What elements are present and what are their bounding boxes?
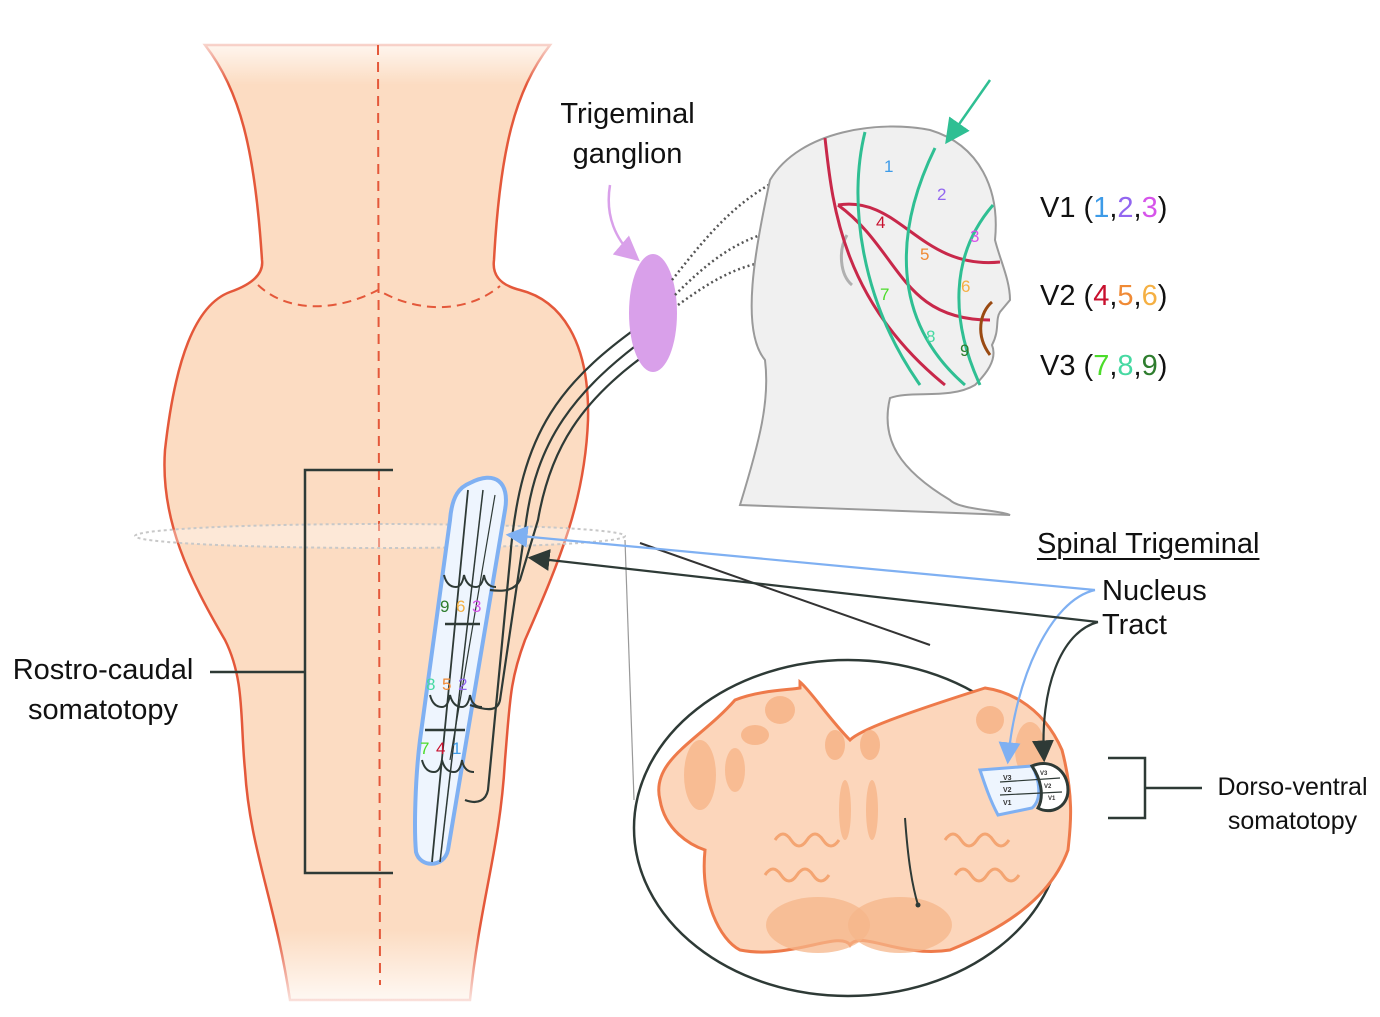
tract-label: Tract bbox=[1102, 609, 1167, 641]
tract-pointer-arrow bbox=[527, 549, 1099, 624]
section-tract-v1: V1 bbox=[1048, 796, 1056, 802]
division-v2-zone-4: 4 bbox=[1093, 280, 1110, 312]
brainstem bbox=[163, 30, 590, 1017]
division-v2-zone-6: 6 bbox=[1141, 280, 1158, 312]
nucleus-zone-6: 6 bbox=[456, 597, 465, 616]
face-zone-6: 6 bbox=[961, 277, 970, 296]
midline bbox=[377, 44, 381, 986]
dorso-label-line1: Dorso-ventral bbox=[1217, 773, 1368, 801]
face-zone-2: 2 bbox=[937, 185, 946, 204]
face-zone-4: 4 bbox=[876, 213, 885, 232]
division-v1-zone-1: 1 bbox=[1093, 192, 1110, 224]
pons-boundary bbox=[257, 284, 501, 309]
section-nucleus-v1: V1 bbox=[1003, 800, 1012, 807]
division-v2-zone-5: 5 bbox=[1117, 280, 1134, 312]
division-v1-zone-2: 2 bbox=[1117, 192, 1134, 224]
ganglion-label-line1: Trigeminal bbox=[560, 98, 695, 130]
face-pointer-arrow bbox=[945, 79, 992, 145]
nucleus-zone-1: 1 bbox=[452, 739, 461, 758]
nucleus-zone-5: 5 bbox=[442, 675, 451, 694]
nucleus-section-arrow bbox=[998, 588, 1096, 765]
section-plane bbox=[134, 523, 626, 549]
nucleus-zone-numbers: 9 6 3 8 5 2 7 4 1 bbox=[420, 597, 481, 758]
dorso-label-line2: somatotopy bbox=[1227, 807, 1358, 835]
face-zone-numbers: 1 2 3 4 5 6 7 8 9 bbox=[876, 157, 979, 360]
rostro-caudal-bracket bbox=[210, 468, 393, 875]
spinal-trigeminal-heading: Spinal Trigeminal bbox=[1037, 528, 1260, 560]
ganglion-label-line2: ganglion bbox=[572, 138, 683, 170]
section-tract-v2: V2 bbox=[1044, 784, 1052, 790]
ganglion-pointer-arrow bbox=[607, 184, 640, 262]
division-legend: V1 (1,2,3) V2 (4,5,6) V3 (7,8,9) bbox=[1040, 192, 1167, 390]
trigeminal-ganglion-label: Trigeminal ganglion bbox=[545, 94, 710, 174]
nucleus-zone-2: 2 bbox=[458, 675, 467, 694]
section-nucleus-v3: V3 bbox=[1003, 775, 1012, 782]
rostro-label-line2: somatotopy bbox=[28, 694, 178, 726]
division-v3-zone-8: 8 bbox=[1117, 350, 1134, 382]
nucleus-label: Nucleus bbox=[1102, 575, 1207, 607]
division-v3-name: V3 bbox=[1040, 350, 1076, 382]
dorso-ventral-bracket bbox=[1108, 756, 1202, 820]
brainstem-body bbox=[163, 43, 590, 1002]
division-v3-zone-7: 7 bbox=[1093, 350, 1110, 382]
tract-section-arrow bbox=[1031, 620, 1099, 763]
head-profile bbox=[738, 125, 1012, 516]
division-v3: V3 (7,8,9) bbox=[1040, 350, 1168, 382]
nucleus-zone-7: 7 bbox=[420, 739, 429, 758]
face-zone-3: 3 bbox=[970, 227, 979, 246]
face-zone-9: 9 bbox=[960, 341, 969, 360]
section-tract-v3: V3 bbox=[1040, 771, 1048, 777]
section-nucleus-v2: V2 bbox=[1003, 787, 1012, 794]
face-zone-7: 7 bbox=[880, 285, 889, 304]
face-zone-8: 8 bbox=[926, 327, 935, 346]
section-tract bbox=[1029, 762, 1070, 813]
face-zone-1: 1 bbox=[884, 157, 893, 176]
medulla-cross-section: V3 V2 V1 V3 V2 V1 bbox=[657, 678, 1073, 954]
zoom-line-right bbox=[639, 542, 931, 646]
nucleus-zone-3: 3 bbox=[472, 597, 481, 616]
dorso-ventral-label: Dorso-ventral somatotopy bbox=[1205, 770, 1380, 838]
nucleus-pointer-arrow bbox=[505, 525, 1096, 592]
nucleus-zone-9: 9 bbox=[440, 597, 449, 616]
nucleus-zone-4: 4 bbox=[436, 739, 445, 758]
rostro-label-line1: Rostro-caudal bbox=[12, 654, 194, 686]
division-v3-zone-9: 9 bbox=[1141, 350, 1158, 382]
division-v1: V1 (1,2,3) bbox=[1040, 192, 1168, 224]
rostro-caudal-label: Rostro-caudal somatotopy bbox=[0, 650, 206, 730]
division-v1-name: V1 bbox=[1040, 192, 1076, 224]
division-v2-name: V2 bbox=[1040, 280, 1076, 312]
trigeminal-ganglion bbox=[629, 254, 677, 372]
division-v2: V2 (4,5,6) bbox=[1040, 280, 1168, 312]
division-v1-zone-3: 3 bbox=[1141, 192, 1158, 224]
nucleus-zone-8: 8 bbox=[426, 675, 435, 694]
face-zone-5: 5 bbox=[920, 245, 929, 264]
zoom-line-left bbox=[624, 539, 635, 801]
spinal-trigeminal-nucleus bbox=[413, 314, 656, 866]
